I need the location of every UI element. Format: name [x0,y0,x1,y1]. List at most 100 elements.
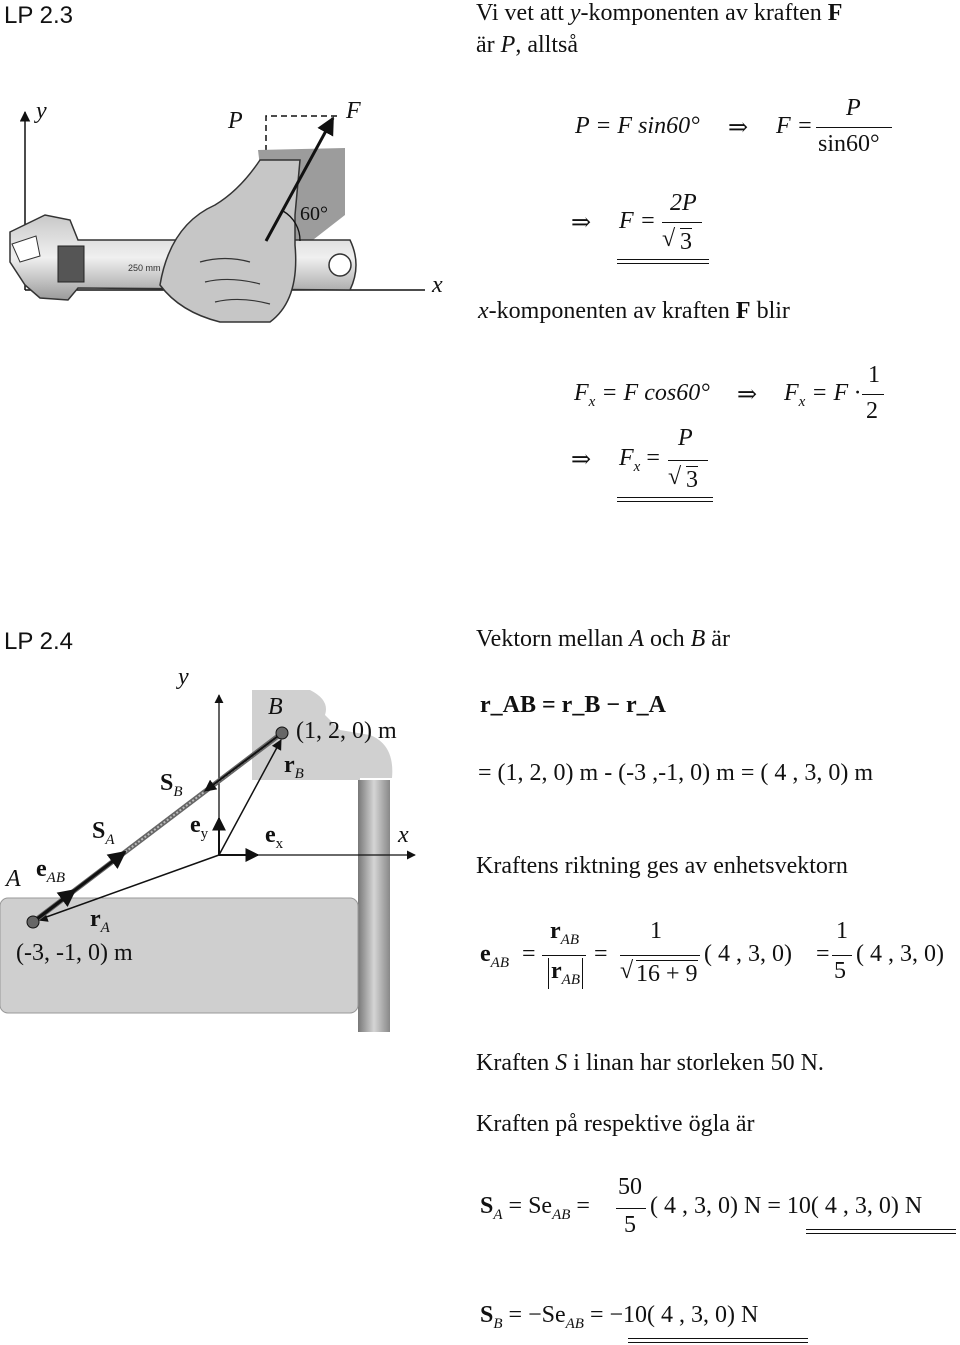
fig2-B-label: B [268,694,283,720]
eq4-lhs: Fx = [619,445,660,476]
force-arrow-F [264,116,335,242]
text: i linan har storleken 50 N. [567,1050,824,1076]
fig2-SB-label: SB [160,770,183,801]
text: = −Se [508,1302,566,1328]
text: och [643,626,691,652]
double-underline [628,1338,808,1343]
sub: A [493,1206,503,1223]
sub: x [798,393,806,410]
lp24-heading: LP 2.4 [4,628,73,655]
var: S [160,770,174,796]
rA-vector [37,854,220,922]
frac2-num: 1 [650,918,662,944]
eq2-frac-line [662,222,702,223]
fig2-x-label: x [398,822,409,848]
sub: y [200,825,209,842]
eq4-num: 50 [618,1174,642,1200]
lp23-intro-line1: Vi vet att y-komponenten av kraften F [476,0,842,27]
text: Kraften [476,1050,556,1076]
frac1-line [542,955,586,956]
eq1-lhs: P = F sin60° [575,113,700,139]
var: r [551,958,562,984]
text: -komponenten av kraften [488,298,736,324]
eq4-den: 3 [686,466,698,493]
frac1-den: rAB [548,958,583,989]
eq3-frac-line [862,394,884,395]
var: r [90,906,101,932]
lp24-intro: Vektorn mellan A och B är [476,626,730,653]
vec1: ( 4 , 3, 0) [704,941,792,967]
var: r [284,752,295,778]
eq1-frac-line [816,127,892,128]
fig2-ey-label: ey [190,812,208,843]
fig1-x-label: x [432,272,443,298]
lp24-storlek: Kraften S i linan har storleken 50 N. [476,1050,824,1077]
sub: AB [552,1206,571,1223]
eq3-rhs: Fx = F · [784,380,860,411]
eq2-den: 3 [680,228,692,255]
text: blir [750,298,790,324]
fig2-A-label: A [6,866,21,892]
xcomp-sentence: x-komponenten av kraften F blir [478,298,790,325]
implies-symbol: ⇒ [728,115,749,141]
frac1-num: rAB [550,918,579,949]
point-B [275,726,289,740]
text: är [705,626,730,652]
lp24-figure [0,690,416,1032]
text: = F cos60° [601,380,710,406]
equals: = [646,445,660,471]
var: x [478,298,489,324]
var: S [480,1302,494,1328]
var: F [784,380,799,406]
double-underline [617,497,713,502]
fig2-y-label: y [178,664,189,690]
vec2: ( 4 , 3, 0) [856,941,944,967]
frac2-den: 16 + 9 [636,960,698,987]
var: y [569,0,581,26]
eq2-num: 2P [670,190,697,216]
var: F [619,445,634,471]
table-block [0,897,359,1014]
fig1-angle-label: 60° [300,203,328,225]
var: S [480,1193,494,1219]
fig2-rA-label: rA [90,906,110,937]
text: är [476,32,501,58]
eq1-rhs-left: F = [776,113,813,139]
eq3-lhs: Fx = F cos60° [574,380,710,411]
eq4-frac-line [668,460,708,461]
implies-symbol: ⇒ [737,382,758,408]
var: e [190,812,201,838]
point-A [26,915,40,929]
fig1-y-label: y [36,98,47,124]
vector-F: F [735,298,751,324]
text: = Se [508,1193,553,1219]
rB-vector [218,739,282,856]
frac3-line [832,955,852,956]
eq3-lhs: eAB [480,941,509,972]
vertical-post [358,780,390,1032]
var: S [92,818,106,844]
var: F [574,380,589,406]
text: Vi vet att [476,0,570,26]
equals: = [522,941,536,967]
lp24-riktning: Kraftens riktning ges av enhetsvektorn [476,853,848,879]
var: A [629,626,644,652]
fingers [199,257,271,305]
vector-F: F [827,0,843,26]
text: = −10( 4 , 3, 0) N [589,1302,759,1328]
double-underline [806,1229,956,1234]
lp24-eq2: = (1, 2, 0) m - (-3 ,-1, 0) m = ( 4 , 3,… [478,760,874,786]
frac2-line [620,955,700,956]
lp23-heading: LP 2.3 [4,2,73,29]
sub: B [493,1315,503,1332]
lp24-eq1: r_AB = r_B − r_A [480,692,666,718]
var: e [265,822,276,848]
sub: A [100,919,110,936]
sub: AB [565,1315,584,1332]
sub: AB [560,931,579,948]
eq4-den: 5 [624,1212,636,1238]
implies-symbol: ⇒ [571,447,592,473]
sqrt-sign: √ [662,226,676,252]
fig2-rB-label: rB [284,752,304,783]
var: e [36,856,47,882]
